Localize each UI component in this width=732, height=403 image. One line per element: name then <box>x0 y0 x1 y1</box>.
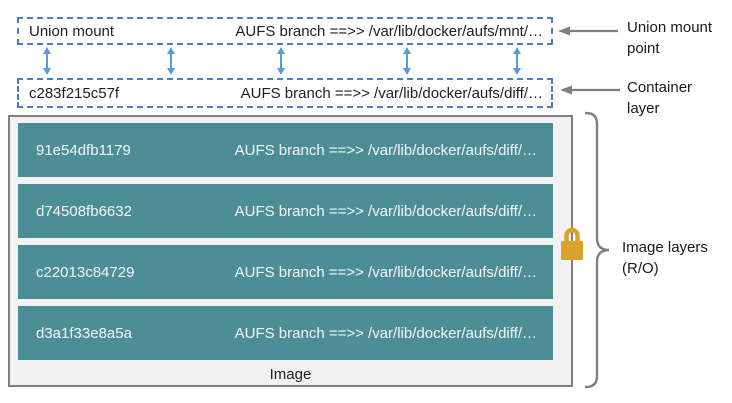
annotation-image-layers: Image layers (R/O) <box>622 239 708 277</box>
layer-id: c22013c84729 <box>36 263 135 281</box>
image-caption: Image <box>269 366 312 383</box>
union-mount-label: Union mount <box>29 22 115 40</box>
annotation-arrow-icon <box>560 85 620 95</box>
layer-branch-path: AUFS branch ==>> /var/lib/docker/aufs/di… <box>234 263 537 281</box>
layer-id: 91e54dfb1179 <box>36 141 131 159</box>
brace-image-layers <box>584 111 610 389</box>
image-layer-row: d3a1f33e8a5a AUFS branch ==>> /var/lib/d… <box>18 306 553 360</box>
layer-branch-path: AUFS branch ==>> /var/lib/docker/aufs/di… <box>234 141 537 159</box>
annotation-container-layer: Container layer <box>627 79 693 117</box>
container-layer-id: c283f215c57f <box>29 84 120 102</box>
image-layer-row: c22013c84729 AUFS branch ==>> /var/lib/d… <box>18 245 553 299</box>
double-arrow-icon <box>403 47 411 75</box>
image-box: 91e54dfb1179 AUFS branch ==>> /var/lib/d… <box>8 115 573 387</box>
annotation-union-mount-point: Union mount point <box>627 19 713 57</box>
layer-branch-path: AUFS branch ==>> /var/lib/docker/aufs/di… <box>234 202 537 220</box>
lock-icon <box>561 227 583 260</box>
layer-branch-path: AUFS branch ==>> /var/lib/docker/aufs/di… <box>234 324 537 342</box>
union-mount-box: Union mount AUFS branch ==>> /var/lib/do… <box>17 17 553 45</box>
layer-id: d3a1f33e8a5a <box>36 324 132 342</box>
double-arrow-icon <box>513 47 521 75</box>
double-arrow-icon <box>167 47 175 75</box>
double-arrow-icon <box>43 47 51 75</box>
layer-id: d74508fb6632 <box>36 202 132 220</box>
container-layer-box: c283f215c57f AUFS branch ==>> /var/lib/d… <box>17 78 553 108</box>
image-layer-row: 91e54dfb1179 AUFS branch ==>> /var/lib/d… <box>18 123 553 177</box>
double-arrow-icon <box>277 47 285 75</box>
container-layer-branch-path: AUFS branch ==>> /var/lib/docker/aufs/di… <box>240 84 543 102</box>
image-layer-row: d74508fb6632 AUFS branch ==>> /var/lib/d… <box>18 184 553 238</box>
union-mount-branch-path: AUFS branch ==>> /var/lib/docker/aufs/mn… <box>235 22 543 40</box>
annotation-arrow-icon <box>558 26 618 36</box>
